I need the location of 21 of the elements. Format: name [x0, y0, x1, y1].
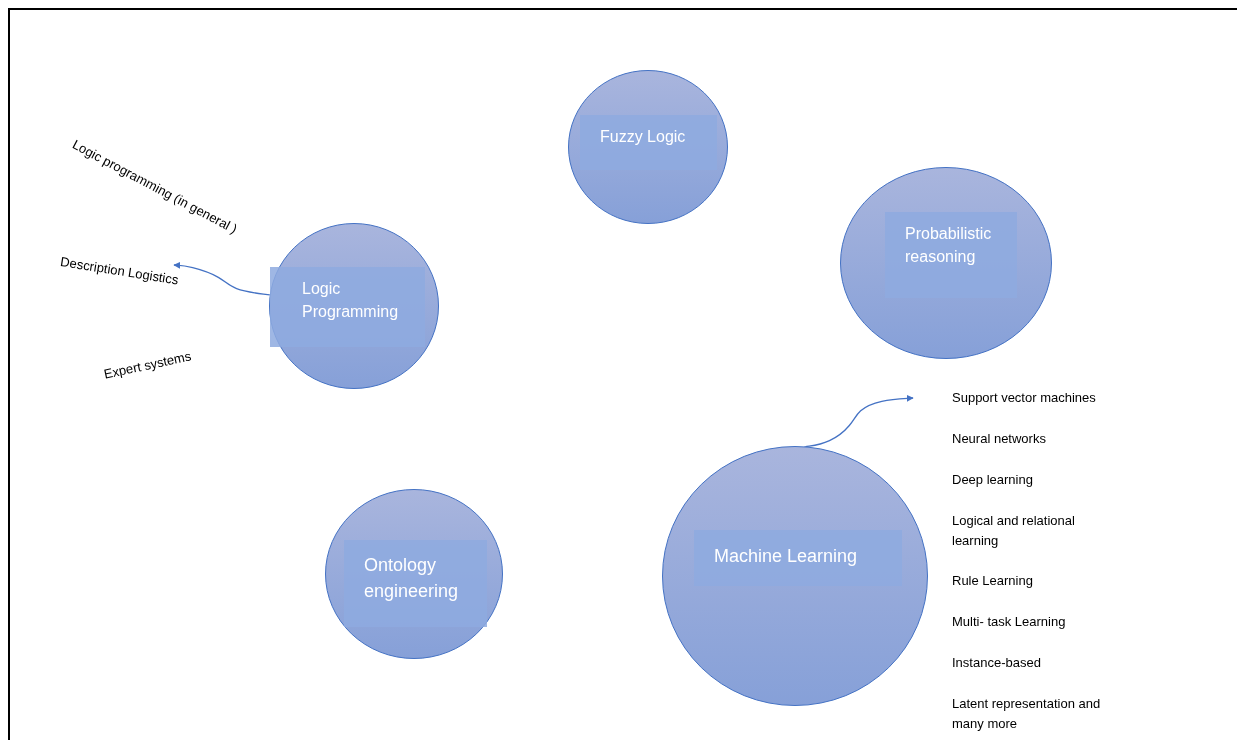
- node-label: Logic Programming: [270, 267, 425, 347]
- node-label: Probabilistic reasoning: [885, 212, 1017, 298]
- topic-label: Expert systems: [102, 347, 193, 384]
- list-item: Instance-based: [952, 654, 1041, 672]
- node-label: Fuzzy Logic: [580, 115, 717, 170]
- circle-node: [325, 489, 503, 659]
- list-item: Multi- task Learning: [952, 613, 1066, 631]
- list-item: Latent representation and many more: [952, 695, 1102, 733]
- topic-label: Description Logistics: [58, 252, 180, 290]
- curved-arrow: [173, 261, 271, 296]
- circle-node: [840, 167, 1052, 359]
- list-item: Rule Learning: [952, 572, 1033, 590]
- circle-node: [269, 223, 439, 389]
- circle-node: [662, 446, 928, 706]
- list-item: Deep learning: [952, 471, 1033, 489]
- list-item: Neural networks: [952, 430, 1046, 448]
- node-label: Ontology engineering: [344, 540, 487, 627]
- list-item: Logical and relational learning: [952, 512, 1076, 550]
- list-item: Support vector machines: [952, 389, 1096, 407]
- circle-node: [568, 70, 728, 224]
- node-label: Machine Learning: [694, 530, 902, 586]
